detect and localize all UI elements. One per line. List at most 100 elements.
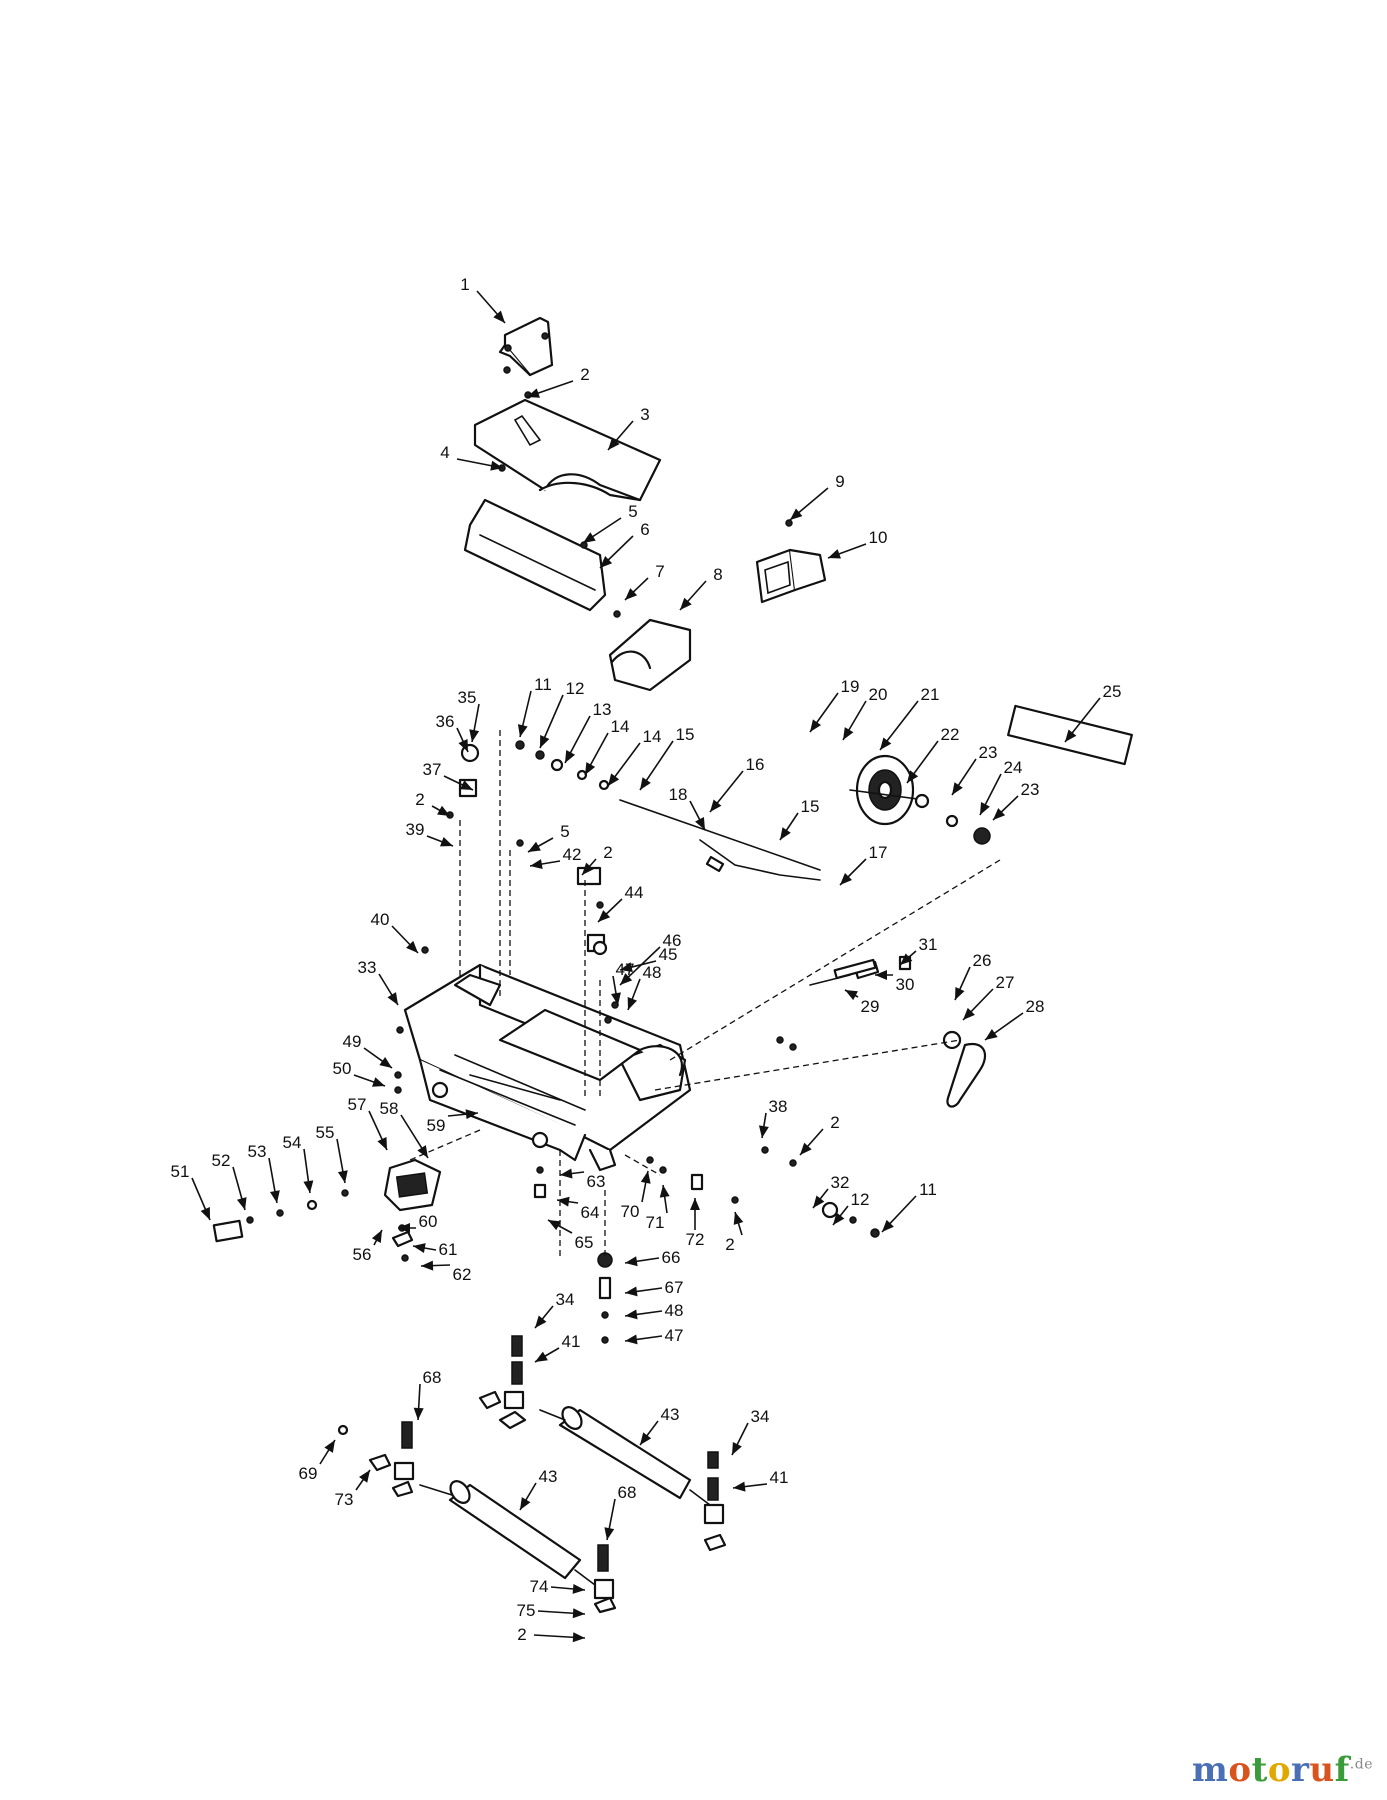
callout-14: 14 xyxy=(607,727,662,787)
callout-23: 23 xyxy=(951,743,997,796)
arrowhead xyxy=(733,1481,746,1492)
part-51-plate xyxy=(212,1219,244,1243)
callout-label: 11 xyxy=(919,1180,937,1199)
callout-35: 35 xyxy=(458,688,480,743)
callout-42: 42 xyxy=(529,845,581,869)
arrowhead xyxy=(548,1220,561,1231)
arrowhead xyxy=(398,1223,410,1233)
callout-61: 61 xyxy=(412,1240,457,1259)
callout-41: 41 xyxy=(534,1332,581,1363)
callout-label: 3 xyxy=(640,405,649,424)
callout-44: 44 xyxy=(597,883,643,923)
arrowhead xyxy=(710,799,722,812)
callout-19: 19 xyxy=(809,677,860,733)
arrowhead xyxy=(557,1196,570,1207)
callout-2: 2 xyxy=(725,1211,744,1254)
callout-label: 69 xyxy=(299,1464,318,1483)
callout-70: 70 xyxy=(621,1170,651,1221)
watermark-letter: r xyxy=(1291,1750,1310,1790)
arrowhead xyxy=(813,1195,825,1208)
callout-label: 14 xyxy=(643,727,662,746)
arrowhead xyxy=(585,762,596,775)
callout-label: 54 xyxy=(283,1133,302,1152)
callout-12: 12 xyxy=(539,679,585,749)
arrowhead xyxy=(882,1219,894,1232)
callout-67: 67 xyxy=(624,1278,683,1297)
callout-label: 63 xyxy=(587,1172,606,1191)
callout-label: 19 xyxy=(841,677,860,696)
arrowhead xyxy=(625,1286,638,1297)
callout-16: 16 xyxy=(709,755,764,813)
callout-label: 5 xyxy=(560,822,569,841)
callout-label: 2 xyxy=(517,1625,526,1644)
callout-label: 7 xyxy=(655,562,664,581)
part-10-dust-chute xyxy=(755,548,827,604)
arrowhead xyxy=(572,1632,585,1643)
callout-72: 72 xyxy=(686,1198,704,1249)
callout-24: 24 xyxy=(979,758,1022,816)
callout-label: 25 xyxy=(1103,682,1122,701)
arrowhead xyxy=(955,987,965,1000)
arrowhead xyxy=(640,1171,651,1184)
arrowhead xyxy=(377,1137,387,1150)
callout-label: 12 xyxy=(566,679,585,698)
callout-label: 6 xyxy=(640,520,649,539)
arrowhead xyxy=(604,1527,615,1540)
arrowhead xyxy=(493,310,505,323)
callout-47: 47 xyxy=(624,1326,684,1345)
callout-71: 71 xyxy=(646,1184,670,1232)
callout-25: 25 xyxy=(1064,682,1122,743)
callout-45: 45 xyxy=(619,945,677,972)
callout-52: 52 xyxy=(212,1151,247,1211)
arrowhead xyxy=(527,388,540,398)
callout-12: 12 xyxy=(832,1190,869,1226)
arrowhead xyxy=(828,549,841,559)
callout-label: 58 xyxy=(380,1099,399,1118)
callout-label: 70 xyxy=(621,1202,640,1221)
callout-label: 23 xyxy=(1021,780,1040,799)
callout-59: 59 xyxy=(427,1109,479,1135)
arrowhead xyxy=(379,1056,392,1068)
callout-label: 47 xyxy=(665,1326,684,1345)
callout-label: 30 xyxy=(896,975,915,994)
callout-55: 55 xyxy=(316,1123,348,1184)
callout-2: 2 xyxy=(415,790,451,817)
arrowhead xyxy=(236,1197,247,1210)
callout-9: 9 xyxy=(789,472,845,521)
callout-label: 56 xyxy=(353,1245,372,1264)
arrowhead xyxy=(535,1315,547,1328)
callout-34: 34 xyxy=(534,1290,574,1329)
callout-label: 74 xyxy=(530,1577,549,1596)
arrowhead xyxy=(625,1256,638,1267)
arrowhead xyxy=(845,990,858,1001)
callout-label: 5 xyxy=(628,502,637,521)
arrowhead xyxy=(600,556,613,568)
arrowhead xyxy=(560,1168,573,1179)
arrowhead xyxy=(732,1442,742,1455)
callout-64: 64 xyxy=(556,1196,599,1222)
callout-label: 17 xyxy=(869,843,888,862)
callout-label: 46 xyxy=(663,931,682,950)
arrowhead xyxy=(458,739,468,752)
callout-label: 48 xyxy=(665,1301,684,1320)
part-6-front-cover xyxy=(463,498,607,612)
arrowhead xyxy=(535,1351,548,1362)
callout-8: 8 xyxy=(679,565,723,611)
construction-lines xyxy=(409,730,1001,1260)
arrowhead xyxy=(413,1243,426,1253)
part-16-rod xyxy=(619,799,821,881)
arrowhead xyxy=(572,1608,585,1619)
callout-label: 41 xyxy=(562,1332,581,1351)
arrowhead xyxy=(733,1212,744,1225)
callout-5: 5 xyxy=(582,502,638,544)
arrowhead xyxy=(620,973,633,985)
callout-69: 69 xyxy=(299,1439,336,1483)
arrowhead xyxy=(758,1125,769,1138)
arrowhead xyxy=(800,1142,812,1155)
callout-17: 17 xyxy=(839,843,888,886)
callout-label: 8 xyxy=(713,565,722,584)
callout-47: 47 xyxy=(611,960,634,1006)
watermark-letters: motoruf xyxy=(1192,1750,1350,1790)
callout-label: 37 xyxy=(423,760,442,779)
